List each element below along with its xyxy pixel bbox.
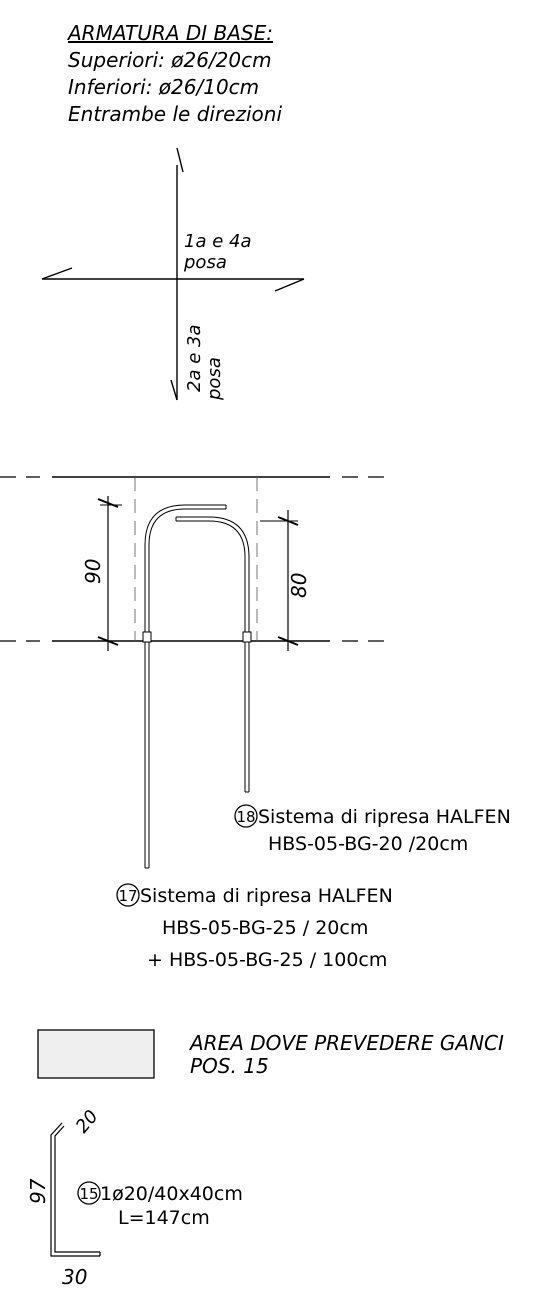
bar-15-inner <box>50 1122 100 1257</box>
coupler-17 <box>142 631 152 643</box>
callout-15-line2: L=147cm <box>118 1207 210 1229</box>
callout-18-line2: HBS-05-BG-20 /20cm <box>268 833 468 855</box>
layer-labels: 1a e 4a posa 2a e 3a posa <box>183 231 251 401</box>
dimension-90-label: 90 <box>81 559 105 584</box>
callout-18-number: 18 <box>236 808 255 826</box>
callout-15: 15 1ø20/40x40cm L=147cm <box>77 1181 243 1229</box>
horizontal-arrow-right <box>274 278 305 292</box>
section-dimensions: 90 80 <box>81 559 311 598</box>
section-detail <box>0 476 384 869</box>
callout-17-number: 17 <box>118 887 137 905</box>
coupler-18 <box>242 631 252 643</box>
callout-18: 18 Sistema di ripresa HALFEN HBS-05-BG-2… <box>234 804 511 855</box>
callout-17-line1: Sistema di ripresa HALFEN <box>140 885 393 907</box>
header-line-bottom-bars: Inferiori: ø26/10cm <box>68 75 259 99</box>
bar-15-hook-top-dimension: 20 <box>72 1106 103 1137</box>
callout-18-line1: Sistema di ripresa HALFEN <box>258 806 511 828</box>
vertical-arrow-bottom <box>170 379 178 401</box>
callout-18-circle <box>234 804 258 828</box>
callout-15-number: 15 <box>79 1185 98 1203</box>
bar-15-shape <box>50 1122 101 1257</box>
horizontal-arrow-left <box>41 267 73 280</box>
rebar-17-inner <box>148 508 226 868</box>
layer-1-4-label-line2: posa <box>183 252 227 273</box>
layer-2-3-label-line1: 2a e 3a <box>184 325 205 392</box>
layer-cross-diagram <box>41 147 305 401</box>
legend-line1: AREA DOVE PREVEDERE GANCI <box>188 1031 504 1055</box>
header-block: ARMATURA DI BASE: Superiori: ø26/20cm In… <box>66 21 282 126</box>
header-line-top-bars: Superiori: ø26/20cm <box>68 48 272 72</box>
bar-15-outer <box>54 1125 100 1253</box>
header-title: ARMATURA DI BASE: <box>66 21 273 45</box>
callout-17: 17 Sistema di ripresa HALFEN HBS-05-BG-2… <box>116 883 393 971</box>
callout-17-line2: HBS-05-BG-25 / 20cm <box>162 917 368 939</box>
bar-15-foot-dimension: 30 <box>62 1265 87 1289</box>
layer-1-4-label-line1: 1a e 4a <box>184 231 251 252</box>
hook-area-legend-swatch <box>37 1029 155 1079</box>
callout-17-circle <box>116 883 140 907</box>
rebar-18-outer <box>176 520 246 792</box>
vertical-arrow-top <box>176 147 184 173</box>
layer-2-3-label-line2: posa <box>204 357 225 401</box>
callout-15-circle <box>77 1181 101 1205</box>
legend-text: AREA DOVE PREVEDERE GANCI POS. 15 <box>188 1031 504 1078</box>
legend-line2: POS. 15 <box>190 1054 269 1078</box>
rebar-18-inner <box>176 516 250 792</box>
header-line-directions: Entrambe le direzioni <box>68 102 282 126</box>
bar-15-height-dimension: 97 <box>26 1178 50 1204</box>
rebar-17-outer <box>144 504 226 868</box>
callout-17-line3: + HBS-05-BG-25 / 100cm <box>147 949 387 971</box>
callout-15-line1: 1ø20/40x40cm <box>100 1183 243 1205</box>
dimension-80-label: 80 <box>287 573 311 598</box>
